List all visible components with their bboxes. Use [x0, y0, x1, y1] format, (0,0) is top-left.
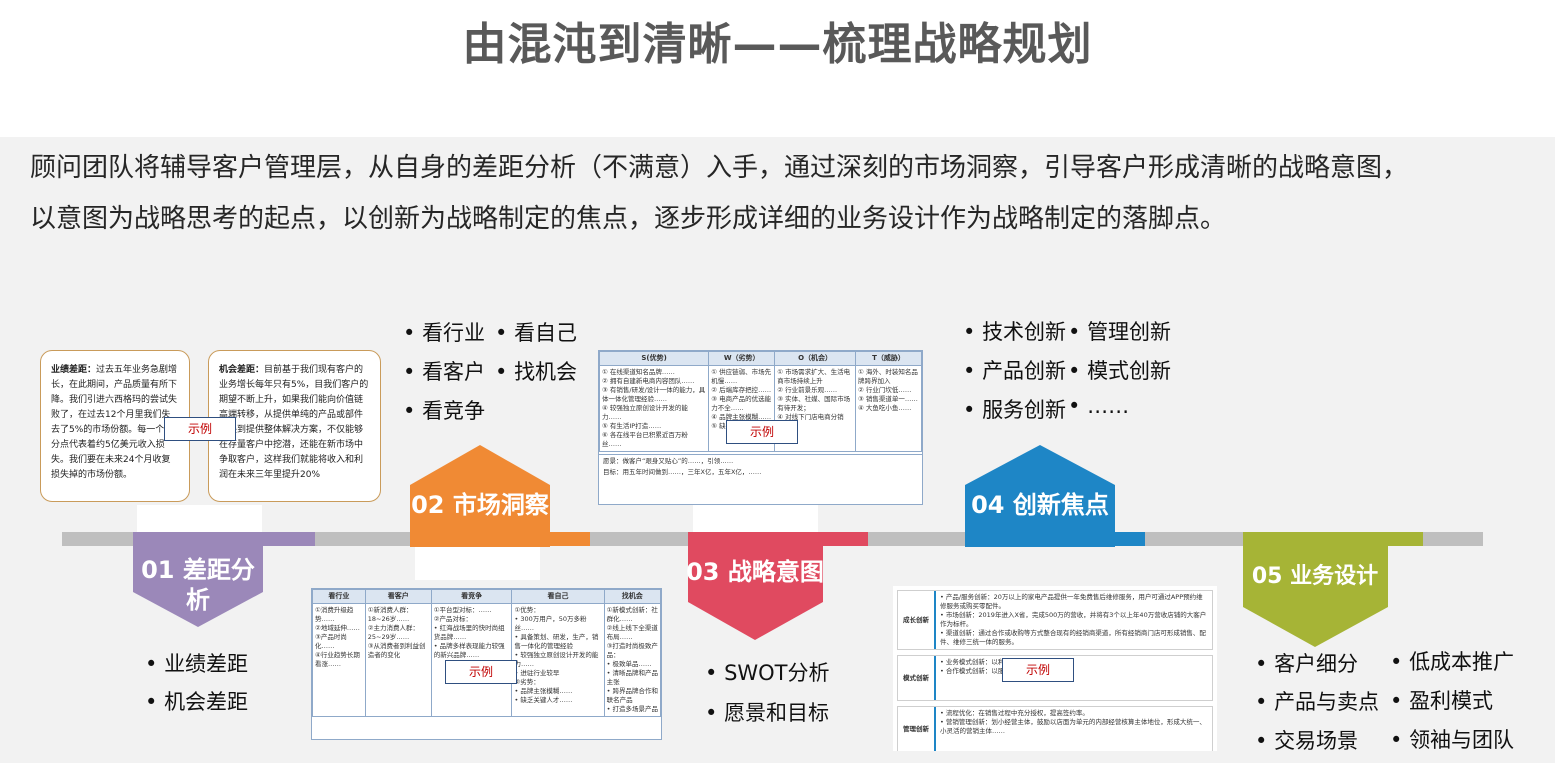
- example-label: 示例: [164, 417, 236, 441]
- table-cell: ①新消费人群：18~26岁…… ②主力消费人群：25~29岁…… ③从消费者到利…: [364, 603, 432, 717]
- step-02-label: 02 市场洞察: [411, 491, 549, 519]
- swot-table: S(优势)W（劣势）O（机会）T（威胁） ① 在线渠道知名品牌…… ② 拥有自建…: [598, 350, 923, 505]
- bullet-item: • 服务创新: [963, 398, 1067, 422]
- table-cell: ①新模式创新：社群化…… ②线上线下全渠道布局…… ③打造时尚极致产品： • 极…: [603, 603, 661, 717]
- example-label: 示例: [726, 420, 798, 444]
- card-opportunity-gap: 机会差距：目前基于我们现有客户的业务增长每年只有5%，目我们客户的期望不断上升，…: [208, 350, 381, 502]
- bullet-item: • 产品创新: [963, 359, 1067, 383]
- step-03-shape: [688, 532, 823, 640]
- card-text: 过去五年业务急剧增长，在此期间，产品质量有所下降。我们引进六西格玛的尝试失败了，…: [51, 365, 178, 480]
- table-cell: ①平台型对标：…… ②产品对标： • 红海战场里的快时尚组货品牌…… • 品牌多…: [430, 603, 513, 717]
- bullet-item: • 领袖与团队: [1390, 728, 1515, 752]
- timeline-gray-end: [1423, 532, 1483, 546]
- bullet-item: • 管理创新: [1068, 320, 1172, 344]
- innovation-item: • 流程优化：在销售过程中充分授权，提高签约率。: [940, 709, 1089, 717]
- table-header: 看行业: [312, 589, 366, 604]
- timeline-gray-1: [315, 532, 410, 546]
- table-header: 看自己: [511, 589, 605, 604]
- step-05-label: 05 业务设计: [1251, 564, 1379, 589]
- example-label: 示例: [445, 660, 517, 684]
- innovation-item: • 营销管理创新：划小经营主体，鼓励以店面为单元的内部经营核算主体地位，形成大统…: [940, 718, 1206, 735]
- swot-goal: 目标：用五年时间做到……，三年X亿，五年X亿，……: [603, 468, 762, 476]
- bullet-item: • 低成本推广: [1390, 650, 1515, 674]
- table-cell: ①优势： • 300万用户，50万多粉丝…… • 具备策划、研发，生产，销售一体…: [511, 603, 605, 717]
- bullet-item: • SWOT分析: [705, 661, 830, 685]
- innovation-item: • 市场创新：2019年进入X省，完成500万的营收，并将有3个以上年40万营收…: [940, 611, 1207, 628]
- bullet-item: • 盈利模式: [1390, 689, 1494, 713]
- innovation-row-label: 成长创新: [898, 591, 936, 649]
- innovation-row: 管理创新 • 流程优化：在销售过程中充分授权，提高签约率。• 营销管理创新：划小经…: [897, 706, 1213, 751]
- innovation-row-label: 管理创新: [898, 707, 936, 751]
- bullet-item: • 看行业: [403, 321, 486, 345]
- step-03-label: 03 战略意图: [686, 558, 824, 586]
- card-heading: 机会差距：: [219, 365, 265, 375]
- card-heading: 业绩差距：: [51, 365, 97, 375]
- timeline-gray-3: [868, 532, 965, 546]
- table-header: W（劣势）: [708, 351, 776, 366]
- step-04-shape: [965, 445, 1115, 547]
- swot-vision: 愿景：做客户“艰身又贴心”的……，引领……: [599, 454, 922, 468]
- bullet-item: • 找机会: [495, 360, 578, 384]
- table-header: 看客户: [364, 589, 432, 604]
- timeline-gray-4: [1145, 532, 1243, 546]
- bullet-item: • 技术创新: [963, 320, 1067, 344]
- table-header: S(优势): [599, 351, 710, 366]
- page-title: 由混沌到清晰——梳理战略规划: [462, 19, 1093, 70]
- bullet-item: • 看客户: [403, 360, 486, 384]
- bullet-item: • 看竞争: [403, 399, 486, 423]
- table-header: O（机会）: [774, 351, 856, 366]
- innovation-item: • 产品/服务创新：20万以上的家电产品提供一年免费售后维修服务，用户可通过AP…: [940, 593, 1203, 610]
- bullet-item: • ……: [1068, 394, 1130, 418]
- step-05-shape: [1243, 532, 1388, 647]
- table-header: 看竞争: [430, 589, 513, 604]
- example-label: 示例: [1002, 658, 1074, 682]
- bullet-item: • 愿景和目标: [705, 701, 830, 725]
- step-04-label: 04 创新焦点: [971, 491, 1109, 519]
- innovation-row: 成长创新• 产品/服务创新：20万以上的家电产品提供一年免费售后维修服务，用户可…: [897, 590, 1213, 650]
- timeline-gray-2: [590, 532, 688, 546]
- bullet-item: • 机会差距: [145, 690, 249, 714]
- table-cell: ①消费升级趋势…… ②地域延伸…… ③产品时尚化…… ④行业趋势长期看涨……: [312, 603, 366, 717]
- step-01-shape: [133, 532, 263, 627]
- intro-line-2: 以意图为战略思考的起点，以创新为战略制定的焦点，逐步形成详细的业务设计作为战略制…: [30, 204, 1227, 234]
- timeline-gray-start: [62, 532, 135, 546]
- bullet-item: • 交易场景: [1255, 729, 1359, 753]
- innovation-row-label: 模式创新: [898, 656, 936, 700]
- table-cell: ① 海外、时装知名品牌跨界加入 ② 行业门坎低…… ③ 销售渠道单一…… ④ 大…: [854, 365, 922, 452]
- bullet-item: • 业绩差距: [145, 652, 249, 676]
- innovation-item: • 渠道创新：通过合作或收购等方式整合现有的经销商渠道，所有经销商门店可形成销售…: [940, 629, 1206, 646]
- table-cell: ① 在线渠道知名品牌…… ② 拥有自建新电商内容团队…… ③ 有销售/研发/设计…: [599, 365, 710, 452]
- bullet-item: • 产品与卖点: [1255, 690, 1380, 714]
- table-header: 找机会: [603, 589, 661, 604]
- step-01-label: 01 差距分析: [141, 556, 255, 614]
- step-02-shape: [410, 445, 550, 547]
- table-header: T（威胁）: [854, 351, 922, 366]
- bullet-item: • 客户细分: [1255, 652, 1359, 676]
- intro-line-1: 顾问团队将辅导客户管理层，从自身的差距分析（不满意）入手，通过深刻的市场洞察，引…: [30, 153, 1409, 183]
- bullet-item: • 看自己: [495, 321, 578, 345]
- card-text: 目前基于我们现有客户的业务增长每年只有5%，目我们客户的期望不断上升，如果我们能…: [219, 365, 369, 480]
- bullet-item: • 模式创新: [1068, 359, 1172, 383]
